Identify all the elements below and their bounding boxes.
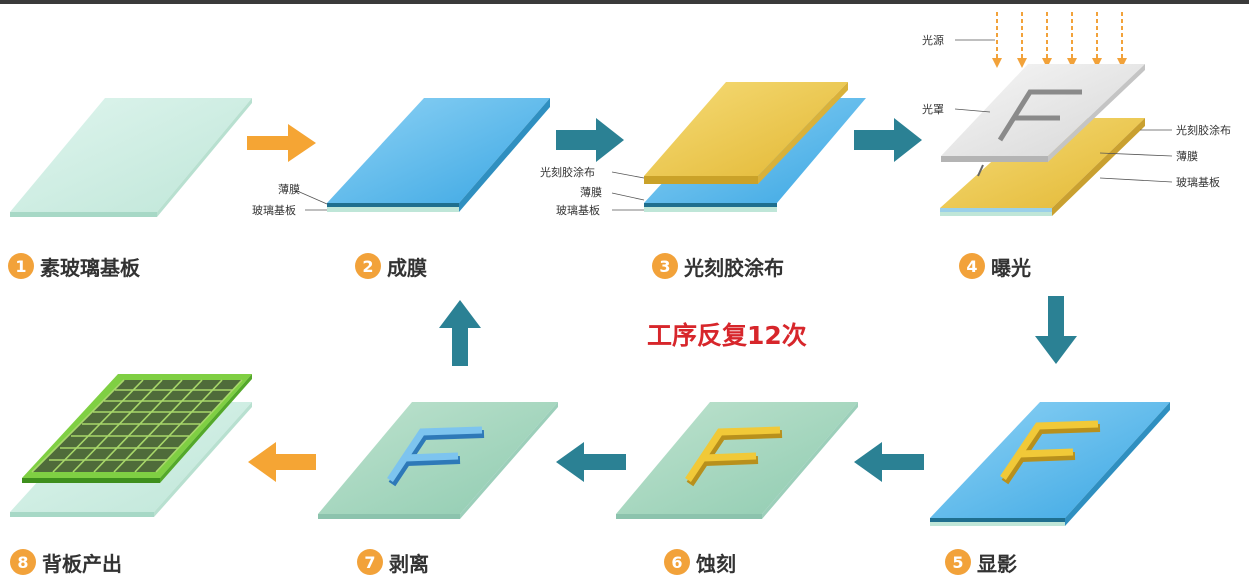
- panel-step-5: [930, 402, 1170, 526]
- glass-label: 玻璃基板: [252, 203, 296, 217]
- step-8-number-badge: 8: [10, 549, 36, 575]
- step-5-title: 显影: [977, 551, 1017, 576]
- step-2-title: 成膜: [387, 255, 427, 280]
- arrow-up-icon: [439, 300, 481, 366]
- arrow-left-icon: [854, 442, 924, 482]
- step-4-number-badge: 4: [959, 253, 985, 279]
- step-7-title: 剥离: [389, 551, 429, 576]
- step-8-label: 8 背板产出: [10, 548, 122, 576]
- step-3-number-badge: 3: [652, 253, 678, 279]
- step-4-title: 曝光: [991, 255, 1031, 280]
- panel-step-2: 薄膜 玻璃基板: [252, 98, 550, 217]
- film-label: 薄膜: [278, 182, 300, 196]
- panel-step-6: [616, 402, 858, 519]
- mask-pattern-icon: [997, 89, 1082, 142]
- repeat-note: 工序反复12次: [647, 321, 807, 350]
- photoresist-label: 光刻胶涂布: [1176, 123, 1231, 137]
- arrow-down-icon: [1035, 296, 1077, 364]
- photoresist-label: 光刻胶涂布: [540, 165, 595, 179]
- step-1-label: 1 素玻璃基板: [8, 252, 140, 280]
- step-6-number-badge: 6: [664, 549, 690, 575]
- f-pattern-icon: [387, 426, 485, 487]
- circuit-grid-icon: [31, 379, 243, 473]
- panel-step-7: [318, 402, 558, 519]
- arrow-right-icon: [854, 118, 922, 162]
- film-label: 薄膜: [580, 185, 602, 199]
- step-7-label: 7 剥离: [357, 548, 429, 576]
- step-1-title: 素玻璃基板: [40, 255, 140, 280]
- mask-label: 光罩: [922, 102, 944, 116]
- glass-label: 玻璃基板: [556, 203, 600, 217]
- step-5-number-badge: 5: [945, 549, 971, 575]
- panel-step-4: 光源 光罩 光刻胶涂布 薄膜 玻璃基板: [922, 12, 1231, 216]
- step-1-number-badge: 1: [8, 253, 34, 279]
- step-8-title: 背板产出: [42, 551, 122, 576]
- light-source-icon: [996, 12, 1123, 60]
- f-pattern-icon: [685, 426, 783, 487]
- step-3-title: 光刻胶涂布: [684, 255, 784, 280]
- step-6-label: 6 蚀刻: [664, 548, 736, 576]
- panel-step-3: 光刻胶涂布 薄膜 玻璃基板: [540, 82, 866, 217]
- step-5-label: 5 显影: [945, 548, 1017, 576]
- step-3-label: 3 光刻胶涂布: [652, 252, 784, 280]
- f-pattern-icon: [1000, 420, 1101, 485]
- panel-step-1: [10, 98, 252, 217]
- step-2-number-badge: 2: [355, 253, 381, 279]
- top-border: [0, 0, 1249, 4]
- panel-step-8: [10, 374, 252, 517]
- light-source-label: 光源: [922, 33, 944, 47]
- arrow-right-icon: [556, 118, 624, 162]
- step-7-number-badge: 7: [357, 549, 383, 575]
- arrow-left-icon: [248, 442, 316, 482]
- step-2-label: 2 成膜: [355, 252, 427, 280]
- film-label: 薄膜: [1176, 149, 1198, 163]
- arrow-right-icon: [247, 124, 316, 162]
- step-6-title: 蚀刻: [696, 551, 736, 576]
- step-4-label: 4 曝光: [959, 252, 1031, 280]
- arrow-left-icon: [556, 442, 626, 482]
- glass-label: 玻璃基板: [1176, 175, 1220, 189]
